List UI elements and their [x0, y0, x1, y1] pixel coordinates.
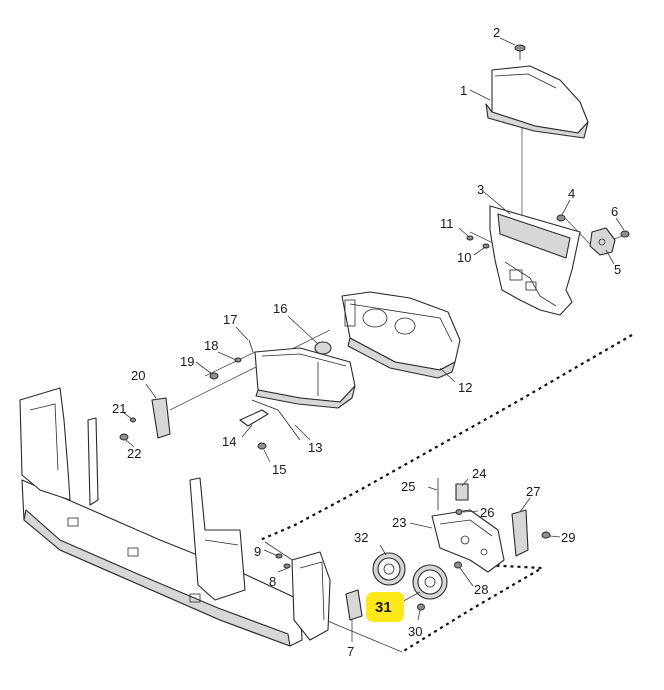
- part-27-bracket: [511, 509, 529, 557]
- part-30-screw: [417, 603, 425, 611]
- part-24-clip: [455, 483, 469, 501]
- part-3-bracket: [489, 205, 581, 316]
- part-19-screw: [209, 372, 219, 380]
- part-2-screw: [514, 44, 526, 60]
- part-13-headlamp-lens: [254, 347, 356, 409]
- part-23-fog-lamp-bracket: [431, 509, 505, 573]
- callout-29: 29: [561, 530, 575, 545]
- callout-14: 14: [222, 434, 236, 449]
- part-1-corner-cap: [485, 65, 589, 139]
- callout-27: 27: [526, 484, 540, 499]
- callout-22: 22: [127, 446, 141, 461]
- part-7-bracket: [345, 589, 363, 621]
- callout-30: 30: [408, 624, 422, 639]
- callout-8: 8: [269, 574, 276, 589]
- callout-17: 17: [223, 312, 237, 327]
- part-26-screw: [455, 509, 463, 515]
- callout-12: 12: [458, 380, 472, 395]
- callout-28: 28: [474, 582, 488, 597]
- callout-9: 9: [254, 544, 261, 559]
- part-6-screw: [620, 230, 630, 238]
- callout-24: 24: [472, 466, 486, 481]
- callout-16: 16: [273, 301, 287, 316]
- callout-18: 18: [204, 338, 218, 353]
- callout-10: 10: [457, 250, 471, 265]
- bumper-assembly: [19, 387, 331, 647]
- callout-labels: 1 2 3 4 5 6 7 8 9 10 11 12 13 14 15 16 1…: [112, 25, 621, 659]
- callout-6: 6: [611, 204, 618, 219]
- part-5-clip: [589, 227, 616, 256]
- part-11-fastener: [466, 235, 474, 241]
- callout-5: 5: [614, 262, 621, 277]
- part-10-fastener: [482, 243, 490, 249]
- callout-31: 31: [375, 599, 392, 616]
- callout-23: 23: [392, 515, 406, 530]
- part-28-screw: [454, 561, 462, 569]
- callout-2: 2: [493, 25, 500, 40]
- callout-15: 15: [272, 462, 286, 477]
- highlight-marker: [366, 592, 404, 622]
- callout-7: 7: [347, 644, 354, 659]
- callout-25: 25: [401, 479, 415, 494]
- part-15-screw: [257, 442, 267, 450]
- part-32-fog-lamp: [372, 552, 406, 586]
- callout-26: 26: [480, 505, 494, 520]
- callout-20: 20: [131, 368, 145, 383]
- part-12-headlamp-housing: [341, 291, 461, 379]
- callout-21: 21: [112, 401, 126, 416]
- part-20-side-marker: [151, 397, 171, 439]
- part-8-fastener: [283, 563, 291, 569]
- callout-4: 4: [568, 186, 575, 201]
- callout-32: 32: [354, 530, 368, 545]
- part-18-fastener: [234, 357, 242, 363]
- part-9-fastener: [275, 553, 283, 559]
- callout-1: 1: [460, 83, 467, 98]
- callout-11: 11: [440, 216, 454, 231]
- part-14-bracket: [239, 399, 301, 441]
- callout-13: 13: [308, 440, 322, 455]
- part-22-screw: [119, 433, 129, 441]
- part-29-screw: [541, 531, 551, 539]
- part-16-grommet: [314, 341, 332, 355]
- callout-3: 3: [477, 182, 484, 197]
- part-17-pin: [248, 339, 254, 353]
- part-31-fog-lamp: [412, 564, 448, 600]
- leader-lines: [123, 37, 625, 642]
- callout-19: 19: [180, 354, 194, 369]
- part-4-screw: [556, 214, 566, 222]
